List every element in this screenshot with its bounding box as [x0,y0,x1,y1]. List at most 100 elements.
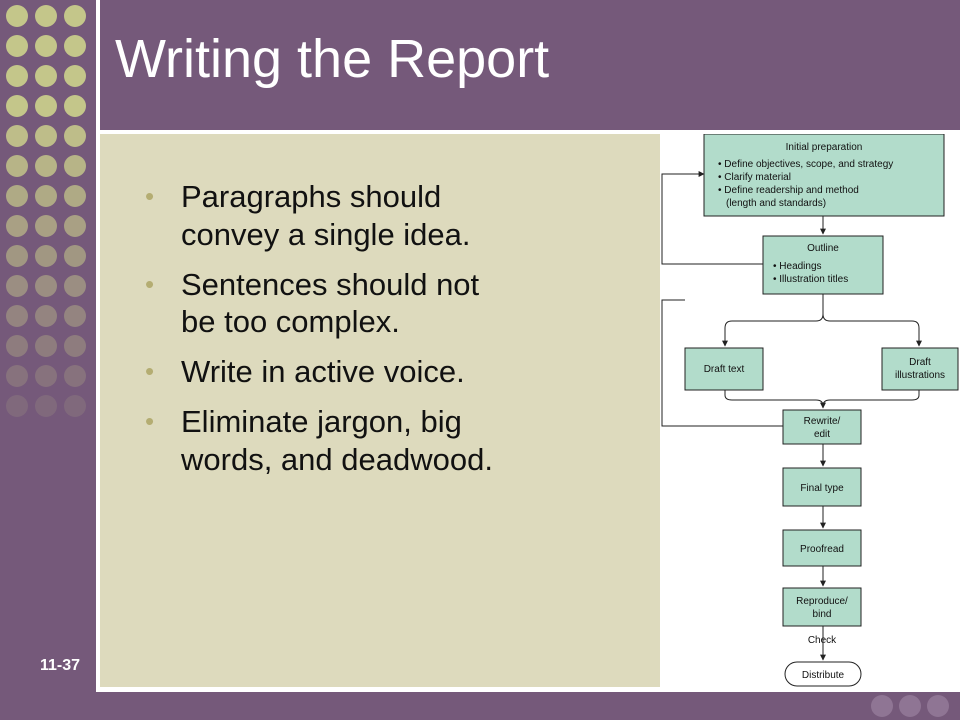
draft-illustrations-label: illustrations [895,370,945,381]
decorative-dot [6,305,28,327]
decorative-dot [6,275,28,297]
rewrite-edit-label: Rewrite/ [804,416,841,427]
slide-number: 11-37 [40,657,81,674]
decorative-dot [871,695,893,717]
decorative-dot [64,95,86,117]
decorative-dot [35,305,57,327]
box-rewrite-edit [782,409,862,445]
strip-divider [96,0,100,692]
report-process-flowchart: Initial preparation • Define objectives,… [661,134,959,687]
decorative-dot [64,275,86,297]
draft-text-label: Draft text [704,364,745,375]
connector-rewrite-loop-back [661,299,783,427]
decorative-dot [899,695,921,717]
connector-outline-loop-back [661,171,763,265]
connector-draft-text-merge [724,390,826,409]
initial-preparation-item: (length and standards) [726,198,826,209]
bullet-line: Write in active voice. [181,354,465,390]
decorative-dot [64,365,86,387]
decorative-dot [35,35,57,57]
connector-outline-split [722,294,824,347]
bullet-item: • Sentences should not be too complex. [143,266,653,342]
decorative-dot [64,125,86,147]
bullet-item: • Write in active voice. [143,353,653,391]
decorative-dot [6,5,28,27]
decorative-dot [35,5,57,27]
decorative-dot [6,95,28,117]
decorative-dot [64,185,86,207]
reproduce-bind-label: bind [813,609,832,620]
bottom-rule [96,687,960,692]
bottom-band [0,692,960,720]
bullet-dot-icon: • [145,181,155,211]
box-outline [762,235,884,295]
slide-title: Writing the Report [115,29,550,89]
decorative-dot [64,215,86,237]
box-initial-preparation [703,134,945,217]
bullet-line: Paragraphs should [181,179,442,214]
outline-item: • Illustration titles [773,274,848,285]
bullet-dot-icon: • [145,268,155,299]
content-panel [100,134,660,687]
bullet-line: be too complex. [181,304,400,340]
decorative-dot [927,695,949,717]
outline-title: Outline [807,243,839,254]
decorative-dot [35,185,57,207]
figure-panel: Initial preparation • Define objectives,… [660,134,960,687]
decorative-dot [35,335,57,357]
connector-draft-illustrations-merge [822,390,920,407]
check-label: Check [808,635,837,646]
decorative-dot [35,215,57,237]
initial-preparation-title: Initial preparation [786,142,863,153]
box-draft-illustrations [881,347,959,391]
decorative-dot [64,5,86,27]
decorative-dot [6,335,28,357]
title-rule [100,130,960,134]
decorative-dot [6,185,28,207]
decorative-dot [35,125,57,147]
bullet-line: Eliminate jargon, big [181,404,462,440]
final-type-label: Final type [800,483,844,494]
decorative-dot [35,365,57,387]
decorative-dot [6,65,28,87]
distribute-label: Distribute [802,670,845,681]
bullet-item: • Paragraphs should convey a single idea… [143,178,653,254]
decorative-dot [6,365,28,387]
left-strip [0,0,96,720]
decorative-dot [35,95,57,117]
rewrite-edit-label: edit [814,429,830,440]
title-band [100,0,960,130]
reproduce-bind-label: Reproduce/ [796,596,848,607]
decorative-dot [64,305,86,327]
decorative-corner-dots [871,695,949,717]
decorative-dot [35,275,57,297]
decorative-dot [6,155,28,177]
bullet-list: • Paragraphs should convey a single idea… [143,178,653,491]
decorative-dot [6,35,28,57]
decorative-dot [6,245,28,267]
box-proofread [782,529,862,567]
bullet-line: Sentences should not [181,266,480,302]
decorative-dot [64,65,86,87]
decorative-dot [6,215,28,237]
connector-outline-split-right [822,313,922,347]
initial-preparation-item: • Clarify material [718,172,791,183]
decorative-dot [6,395,28,417]
bullet-dot-icon: • [145,406,155,437]
decorative-dot [35,155,57,177]
outline-item: • Headings [773,261,822,272]
bullet-item: • Eliminate jargon, big words, and deadw… [143,403,653,479]
decorative-dot [35,65,57,87]
decorative-dot [35,395,57,417]
proofread-label: Proofread [800,544,844,555]
initial-preparation-item: • Define readership and method [718,185,859,196]
decorative-dot-grid [6,5,86,417]
bullet-dot-icon: • [145,356,155,387]
decorative-dot [6,125,28,147]
decorative-dot [64,245,86,267]
bullet-line: convey a single idea. [181,216,471,252]
decorative-dot [64,35,86,57]
decorative-dot [64,395,86,417]
box-reproduce-bind [782,587,862,627]
terminal-distribute [784,661,862,687]
